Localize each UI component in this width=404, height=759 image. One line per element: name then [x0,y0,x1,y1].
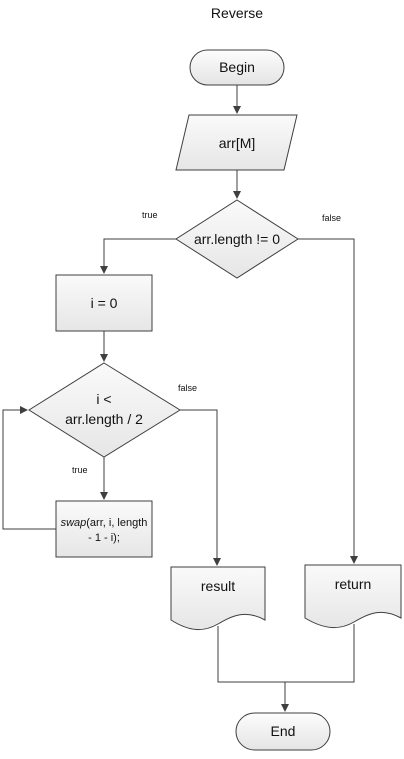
swap-label-line1: swap(arr, i, length [61,517,148,529]
init-index-process: i = 0 [55,274,153,332]
length-true-label: true [142,210,158,220]
length-check-decision: arr.length != 0 [175,199,299,279]
length-false-label: false [322,213,341,223]
swap-label-line2: - 1 - i); [88,532,120,544]
length-check-label: arr.length != 0 [194,231,280,247]
input-parallelogram: arr[M] [175,114,298,171]
init-index-label: i = 0 [91,295,118,311]
swap-function-name: swap [61,517,87,529]
swap-args-line1: (arr, i, length [86,517,147,529]
loop-check-decision: i < arr.length / 2 [28,362,181,458]
loop-true-label: true [72,465,88,475]
edge-result-to-merge [217,626,285,683]
result-document: result [170,566,266,630]
result-label: result [201,578,235,594]
diagram-title: Reverse [211,5,263,21]
input-label: arr[M] [219,135,256,151]
swap-process: swap(arr, i, length - 1 - i); [55,500,153,558]
end-terminal: End [235,712,331,751]
begin-terminal: Begin [189,49,285,86]
return-document: return [304,564,402,628]
edge-loop-false [180,409,221,566]
edge-loop-back [2,406,56,530]
loop-check-label-line1: i < [96,391,111,407]
return-label: return [335,576,372,592]
edge-length-true [100,238,176,274]
loop-false-label: false [178,383,197,393]
end-label: End [271,723,296,739]
loop-check-label-line2: arr.length / 2 [65,411,143,427]
begin-label: Begin [219,59,255,75]
edge-return-to-merge [285,624,355,683]
edge-length-false [298,238,358,564]
